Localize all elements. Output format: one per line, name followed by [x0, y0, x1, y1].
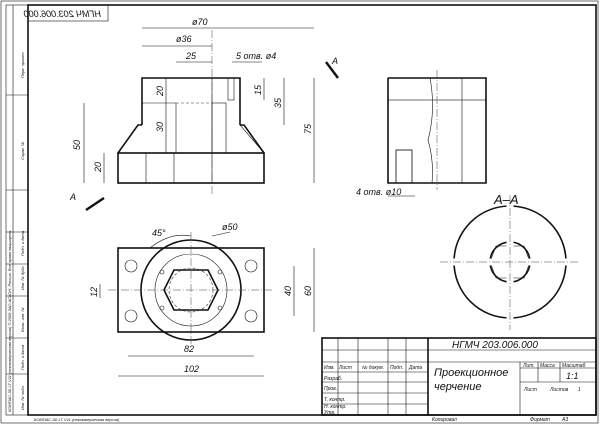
dim-h40: 40: [283, 286, 293, 296]
dim-h60: 60: [303, 286, 313, 296]
margin-label-replace-inv: Взам. инв. №: [20, 307, 25, 332]
row-razrab: Разраб.: [324, 376, 342, 382]
cut-label-top: A: [331, 56, 338, 66]
dim-h35: 35: [273, 97, 283, 108]
margin-label-sign-date-2: Подп. и дата: [20, 344, 25, 370]
scale-label: Масштаб: [562, 363, 586, 369]
col-sign: Подп.: [390, 365, 403, 371]
dim-h20-top: 20: [155, 86, 165, 97]
bottom-format-value: A3: [561, 417, 568, 423]
dim-h75: 75: [303, 123, 313, 134]
dim-d70: ø70: [192, 17, 208, 27]
bottom-copy-label: Копировал: [432, 417, 457, 423]
left-margin-strip: Перв. примен. Справ. № Подп. и дата Инв.…: [5, 4, 29, 416]
scale-value: 1:1: [566, 371, 579, 381]
dim-holes-side: 4 отв. ø10: [356, 187, 401, 197]
dim-h12: 12: [89, 287, 99, 297]
margin-label-sign-date-1: Подп. и дата: [20, 230, 25, 256]
margin-label-first-use: Перв. примен.: [20, 51, 25, 78]
dim-d50: ø50: [222, 222, 238, 232]
dim-angle: 45°: [152, 228, 166, 238]
col-date: Дата: [408, 365, 422, 371]
row-prov: Пров.: [324, 386, 337, 392]
row-tkontr: Т. контр.: [324, 397, 346, 403]
title-code: НГМЧ 203.006.000: [452, 340, 538, 351]
sheets-value: 1: [578, 387, 581, 393]
col-doc: № докум.: [362, 365, 384, 371]
mass-label: Масса: [540, 363, 555, 369]
dim-holes-front: 5 отв. ø4: [236, 51, 276, 61]
sheet-label: Лист: [523, 387, 537, 393]
margin-label-orig-inv: Инв. № подл.: [20, 385, 25, 410]
dim-w82: 82: [184, 344, 194, 354]
dim-w102: 102: [184, 364, 199, 374]
side-view: 4 отв. ø10: [356, 70, 487, 197]
dim-h50: 50: [72, 140, 82, 150]
stamp-code-mirrored: НГМЧ 203.006.000: [24, 9, 101, 19]
margin-long-text: КОМПАС-3D LT V11 (некоммерческая версия)…: [7, 230, 12, 412]
stamp-code-box: НГМЧ 203.006.000: [24, 4, 109, 22]
dim-h15: 15: [253, 84, 263, 95]
cut-label-bottom: A: [69, 192, 76, 202]
sheets-label: Листов: [549, 387, 569, 393]
col-list: Лист: [338, 365, 352, 371]
margin-label-ref-no: Справ. №: [20, 141, 25, 160]
front-view: ø70 ø36 25 5 отв. ø4 20 30 50 20 75 15 3…: [69, 17, 339, 211]
title-name-line2: черчение: [434, 381, 482, 393]
col-izm: Изм.: [324, 365, 335, 371]
row-utv: Утв.: [324, 410, 335, 416]
title-block: НГМЧ 203.006.000 Проекционное черчение И…: [321, 337, 597, 416]
bottom-strip-text: КОМПАС-3D LT V11 (некоммерческая версия): [34, 417, 120, 422]
title-name-line1: Проекционное: [434, 367, 508, 379]
dim-h30: 30: [155, 122, 165, 132]
dim-d36: ø36: [176, 34, 192, 44]
section-view: A–A: [440, 192, 580, 330]
dim-w25: 25: [185, 51, 197, 61]
top-view: 45° ø50 82 102 12 40 60: [89, 222, 315, 377]
dim-h20-bottom: 20: [93, 162, 103, 173]
margin-label-dup-inv: Инв. № дубл.: [20, 265, 25, 290]
lit-label: Лит.: [522, 363, 535, 369]
row-nkontr: Н. контр.: [324, 404, 347, 410]
bottom-format-label: Формат: [530, 417, 550, 423]
bottom-strip: КОМПАС-3D LT V11 (некоммерческая версия)…: [28, 414, 596, 423]
section-label: A–A: [493, 192, 519, 207]
